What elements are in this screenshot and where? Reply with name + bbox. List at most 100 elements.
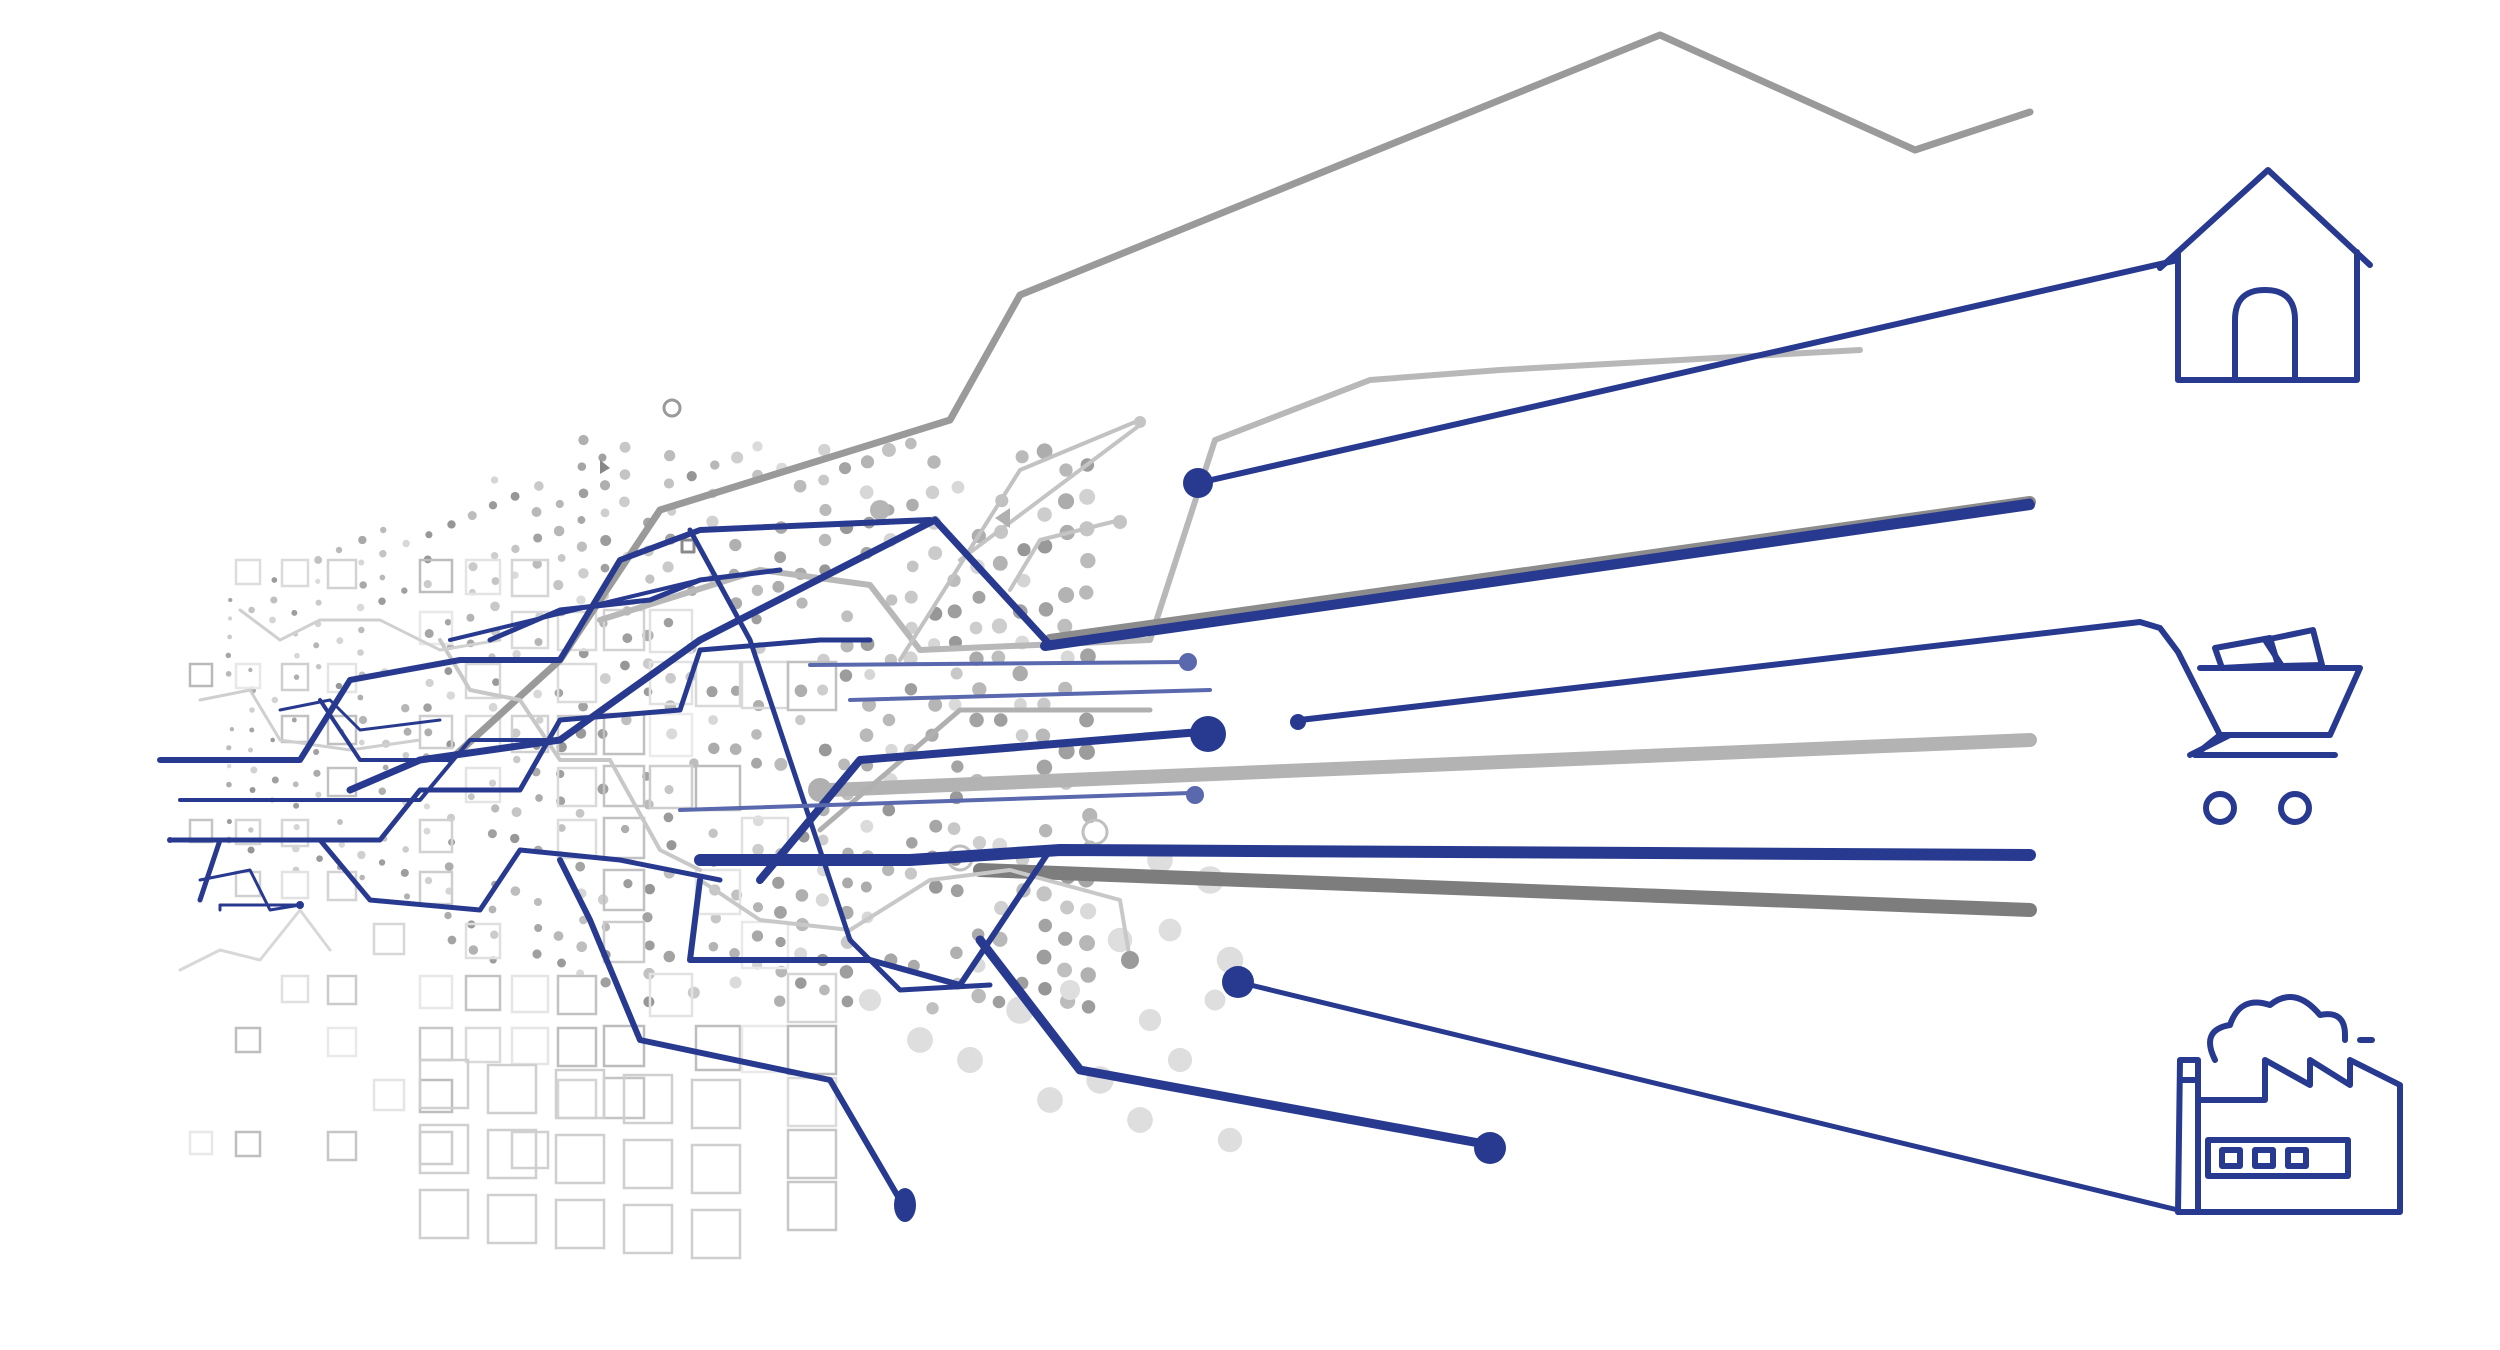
blue-trace <box>756 728 1204 884</box>
texture-square <box>786 660 838 712</box>
texture-square <box>280 662 310 692</box>
texture-dot <box>357 850 366 860</box>
texture-dot <box>316 855 323 862</box>
texture-dot <box>885 743 898 757</box>
grey-trace <box>898 418 1142 662</box>
texture-square <box>234 558 262 586</box>
texture-square <box>694 764 742 812</box>
texture-dot <box>972 682 987 697</box>
texture-dot <box>359 874 365 881</box>
blue-trace <box>318 698 452 762</box>
texture-dot <box>358 535 367 545</box>
texture-dot <box>708 941 719 952</box>
texture-dot <box>664 785 674 795</box>
texture-dot <box>623 879 633 889</box>
factory-link-line <box>1235 979 2181 1213</box>
texture-dot <box>553 579 564 591</box>
texture-dot <box>600 508 610 518</box>
texture-dot <box>424 728 433 737</box>
texture-dot <box>772 580 785 593</box>
texture-dot <box>511 807 522 818</box>
texture-square <box>418 818 454 854</box>
texture-dot <box>249 707 255 713</box>
texture-dot <box>378 859 386 866</box>
texture-dot <box>356 603 365 612</box>
texture-square <box>464 974 502 1012</box>
texture-dot <box>795 977 807 989</box>
texture-dot <box>1038 602 1054 617</box>
texture-dot <box>774 757 788 771</box>
blue-trace <box>198 868 302 912</box>
factory-icon <box>2175 994 2403 1215</box>
texture-dot <box>600 563 610 573</box>
texture-dot <box>248 747 254 753</box>
texture-dot <box>553 931 564 941</box>
node-dot <box>1290 714 1306 730</box>
texture-dot <box>662 561 674 573</box>
texture-dot <box>841 995 854 1008</box>
texture-square <box>234 870 262 898</box>
grey-trace <box>597 347 1863 653</box>
texture-square <box>418 558 454 594</box>
texture-square <box>280 974 310 1004</box>
texture-dot <box>512 650 521 659</box>
texture-dot <box>957 1047 983 1073</box>
texture-dot <box>248 667 253 673</box>
texture-dot <box>1057 493 1075 510</box>
texture-square <box>418 610 454 646</box>
texture-dot <box>951 480 965 494</box>
texture-dot <box>557 958 566 968</box>
texture-dot <box>271 577 278 583</box>
texture-dot <box>907 1027 933 1053</box>
texture-dot <box>751 757 762 769</box>
texture-dot <box>513 755 521 764</box>
texture-dot <box>576 941 588 953</box>
texture-dot <box>1079 585 1094 600</box>
texture-dot <box>597 728 608 739</box>
grey-trace <box>238 608 502 652</box>
texture-square <box>464 558 502 596</box>
texture-dot <box>510 728 521 738</box>
texture-dot <box>532 949 542 959</box>
texture-square <box>418 714 454 750</box>
texture-dot <box>579 915 588 925</box>
texture-square <box>786 1024 838 1076</box>
texture-dot <box>271 696 279 704</box>
texture-square <box>280 818 310 848</box>
texture-dot <box>313 748 320 756</box>
texture-dot <box>488 905 497 914</box>
texture-dot <box>882 713 896 727</box>
texture-dot <box>993 713 1008 727</box>
texture-dot <box>337 819 343 825</box>
texture-dot <box>270 596 278 604</box>
texture-square <box>622 1138 674 1190</box>
texture-dot <box>948 698 962 711</box>
texture-dot <box>1158 918 1182 942</box>
texture-dot <box>752 700 765 712</box>
texture-dot <box>905 437 917 450</box>
texture-dot <box>903 651 918 666</box>
texture-square <box>326 714 358 746</box>
grey-circuit-lines <box>178 31 2037 972</box>
texture-dot <box>228 597 233 603</box>
texture-dot <box>577 462 587 471</box>
texture-dot <box>708 715 719 725</box>
texture-dot <box>838 758 851 771</box>
texture-square <box>372 922 406 956</box>
texture-dot <box>858 988 882 1012</box>
texture-dot <box>402 751 410 759</box>
texture-dot <box>840 639 854 653</box>
texture-dot <box>994 900 1009 916</box>
texture-dot <box>576 595 586 605</box>
texture-dot <box>488 501 498 510</box>
texture-dot <box>904 683 918 696</box>
texture-square <box>602 816 646 860</box>
texture-dot <box>864 668 876 680</box>
texture-dot <box>293 674 300 680</box>
texture-dot <box>359 581 367 589</box>
texture-dot <box>926 1002 939 1015</box>
texture-dot <box>599 673 611 684</box>
node-dot <box>1179 653 1197 671</box>
texture-dot <box>557 824 566 832</box>
